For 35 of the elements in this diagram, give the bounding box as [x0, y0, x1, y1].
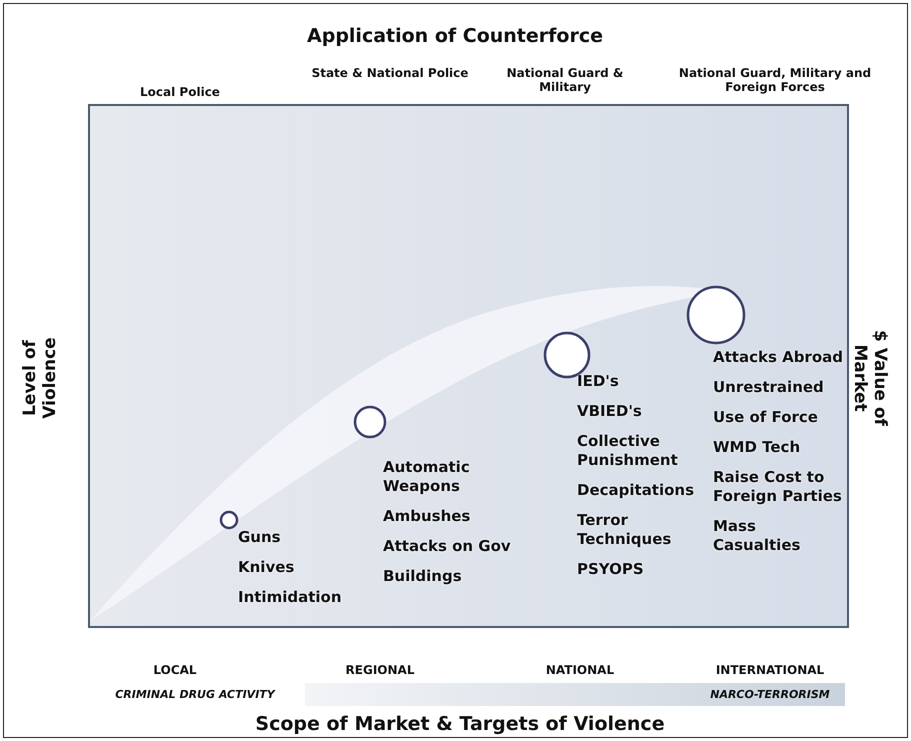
threat-item: Ambushes — [383, 507, 472, 526]
marker-circle — [685, 284, 747, 346]
threat-item: WMD Tech — [713, 438, 802, 457]
marker-circle — [218, 509, 240, 531]
axis-tick-label: LOCAL — [152, 663, 198, 677]
axis-label: $ Value of Market — [850, 329, 890, 428]
threat-item: Use of Force — [713, 408, 819, 427]
threat-item: Decapitations — [577, 481, 696, 500]
threat-item: Terror Techniques — [577, 511, 672, 549]
threat-item: Knives — [238, 558, 296, 577]
column-heading: National Guard & Military — [506, 66, 624, 94]
axis-label: Level of Violence — [20, 336, 60, 421]
heading: Application of Counterforce — [306, 25, 604, 47]
threat-item: Collective Punishment — [577, 432, 679, 470]
threat-item: PSYOPS — [577, 560, 645, 579]
scope-label: NARCO-TERRORISM — [709, 688, 831, 701]
axis-tick-label: NATIONAL — [544, 663, 616, 677]
scope-label: CRIMINAL DRUG ACTIVITY — [114, 688, 276, 701]
threat-item: VBIED's — [577, 402, 643, 421]
threat-item: Attacks on Gov — [383, 537, 512, 556]
column-heading: National Guard, Military and Foreign Forces — [678, 66, 872, 94]
threat-item: IED's — [577, 372, 620, 391]
axis-tick-label: INTERNATIONAL — [714, 663, 826, 677]
threat-item: Guns — [238, 528, 282, 547]
threat-item: Mass Casualties — [713, 517, 802, 555]
axis-title: Scope of Market & Targets of Violence — [254, 713, 666, 735]
column-heading: State & National Police — [310, 66, 470, 80]
column-heading: Local Police — [139, 85, 221, 99]
threat-item: Automatic Weapons — [383, 458, 471, 496]
axis-tick-label: REGIONAL — [344, 663, 416, 677]
threat-item: Buildings — [383, 567, 463, 586]
threat-item: Intimidation — [238, 588, 342, 607]
threat-item: Unrestrained — [713, 378, 825, 397]
threat-item: Raise Cost to Foreign Parties — [713, 468, 843, 506]
threat-item: Attacks Abroad — [713, 348, 843, 367]
